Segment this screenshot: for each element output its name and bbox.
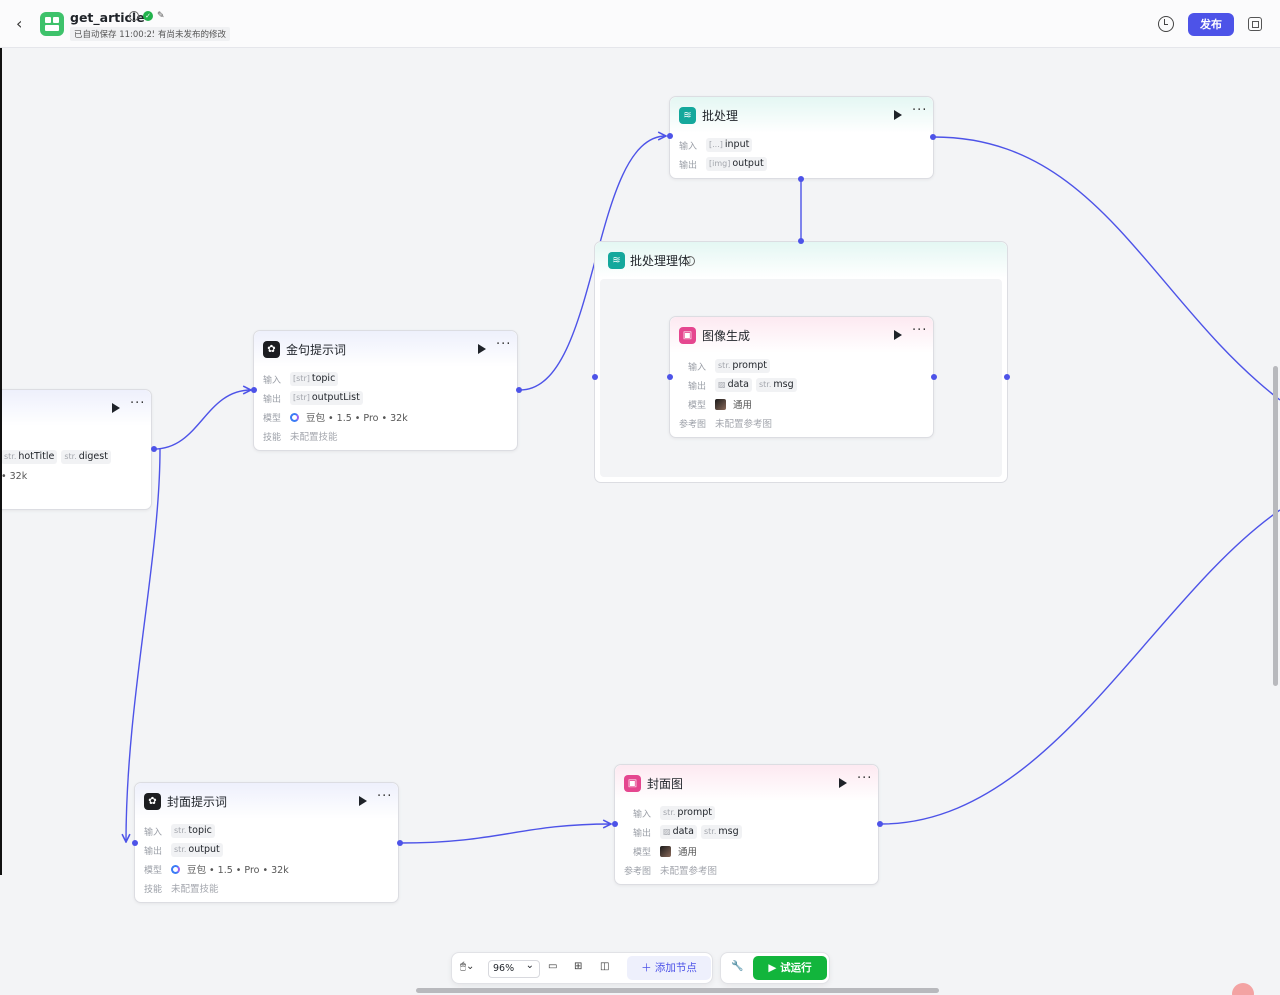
edge-cover-prompt-to-cover-image [399,824,611,844]
output-port[interactable] [877,821,883,827]
node-title: 批处理 [702,109,739,123]
comment-icon[interactable]: ▭ [548,961,558,972]
input-port[interactable] [612,821,618,827]
doubao-icon [290,412,300,422]
unpublished-status: 有尚未发布的修改 [154,27,231,41]
edge-left-to-jinju [153,390,251,450]
back-arrow-icon[interactable]: ‹ [16,14,23,33]
canvas-toolbar: 🖱⌄ 96% ▭ ⊞ ◫ ＋ 添加节点 [451,952,713,984]
wrench-icon[interactable]: 🔧 [731,961,744,972]
run-node-icon[interactable] [359,796,367,806]
node-title: 金句提示词 [286,343,347,357]
vertical-scrollbar[interactable] [1273,366,1278,686]
model-avatar [660,845,672,857]
publish-button[interactable]: 发布 [1188,13,1234,36]
add-node-button[interactable]: ＋ 添加节点 [627,956,711,980]
llm-node-icon: ✿ [144,793,161,810]
run-node-icon[interactable] [112,403,120,413]
node-article-generator[interactable]: ··· str.hotTitle str.digest • 32k [0,389,152,510]
edge-batch-to-end [933,136,1280,401]
top-port[interactable] [798,238,804,244]
run-node-icon[interactable] [839,778,847,788]
model-tail: • 32k [1,470,28,482]
copy-icon[interactable] [1248,17,1262,31]
image-node-icon: ▣ [679,327,696,344]
more-options-icon[interactable]: ··· [912,103,928,118]
workflow-app-icon [40,12,64,36]
run-toolbar: 🔧 ▶ 试运行 [720,952,830,984]
llm-node-icon: ✿ [263,341,280,358]
assistant-avatar-icon[interactable] [1232,983,1254,995]
edge-left-to-cover-prompt [126,448,161,842]
info-icon[interactable]: i [129,11,139,21]
history-icon[interactable] [1158,16,1174,32]
image-type-icon: ▨ [663,827,671,836]
more-options-icon[interactable]: ··· [377,789,393,804]
node-title: 封面提示词 [167,795,228,809]
input-port[interactable] [667,374,673,380]
batch-body-icon: ≋ [608,252,625,269]
horizontal-scrollbar[interactable] [416,988,939,993]
node-batch[interactable]: ≋ 批处理 ··· 输入[...]input 输出[img]output [669,96,934,179]
more-options-icon[interactable]: ··· [857,771,873,786]
more-options-icon[interactable]: ··· [912,323,928,338]
test-run-button[interactable]: ▶ 试运行 [753,956,827,980]
workflow-title: get_article [70,10,145,25]
left-edge-divider [0,48,2,875]
output-tag: str.digest [61,450,111,464]
output-port[interactable] [397,840,403,846]
layout-grid-icon[interactable]: ⊞ [574,961,583,972]
node-title: 图像生成 [702,329,751,343]
bottom-port[interactable] [798,176,804,182]
image-type-icon: ▨ [718,380,726,389]
mouse-mode-icon[interactable]: 🖱⌄ [460,961,475,972]
input-port[interactable] [251,387,257,393]
edit-icon[interactable]: ✎ [157,11,165,21]
run-node-icon[interactable] [894,330,902,340]
output-port[interactable] [151,446,157,452]
output-tag: str.hotTitle [1,450,58,464]
body-input-port[interactable] [592,374,598,380]
batch-node-icon: ≋ [679,107,696,124]
model-avatar [715,398,727,410]
zoom-select[interactable]: 96% [488,958,540,978]
run-node-icon[interactable] [894,110,902,120]
check-badge-icon: ✓ [143,11,153,21]
node-title: 封面图 [647,777,684,791]
top-bar: ‹ get_article i ✓ ✎ 已自动保存 11:00:25 有尚未发布… [0,0,1280,48]
more-options-icon[interactable]: ··· [496,337,512,352]
output-port[interactable] [516,387,522,393]
output-port[interactable] [930,134,936,140]
image-node-icon: ▣ [624,775,641,792]
batch-body-title: 批处理理体 [630,254,691,268]
minimap-icon[interactable]: ◫ [600,961,610,972]
input-port[interactable] [667,133,673,139]
output-port[interactable] [931,374,937,380]
input-port[interactable] [132,840,138,846]
info-icon[interactable]: i [685,256,695,266]
doubao-icon [171,864,181,874]
more-options-icon[interactable]: ··· [130,396,146,411]
edge-cover-image-to-end [880,509,1280,825]
node-jinju-prompt[interactable]: ✿ 金句提示词 ··· 输入[str]topic 输出[str]outputLi… [253,330,518,451]
body-output-port[interactable] [1004,374,1010,380]
run-node-icon[interactable] [478,344,486,354]
autosave-status: 已自动保存 11:00:25 [70,27,162,41]
